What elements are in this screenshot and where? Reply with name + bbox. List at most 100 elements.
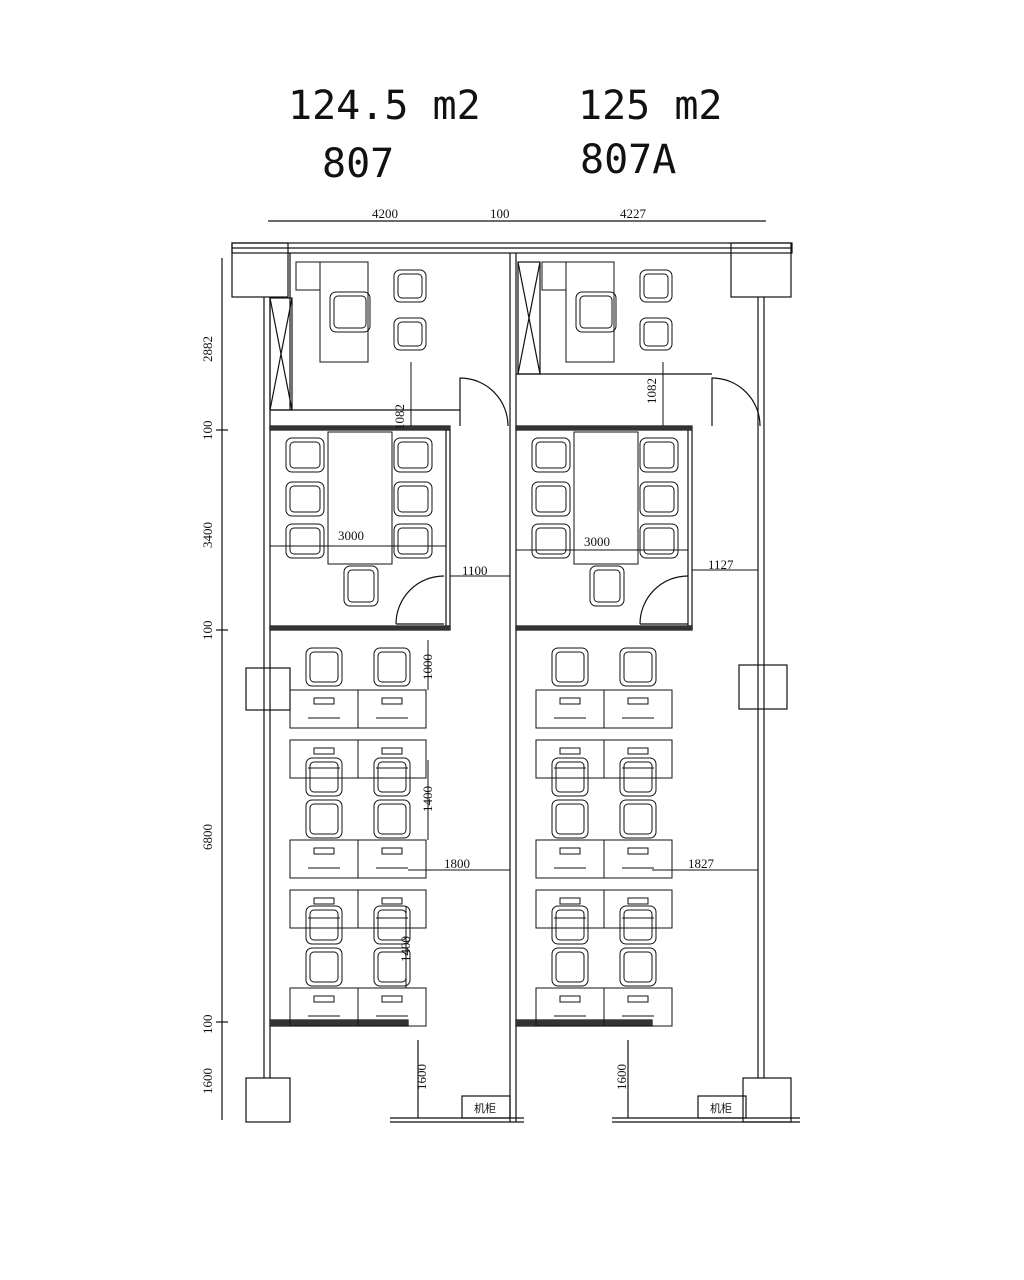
workstation-chair bbox=[619, 947, 657, 987]
meeting-chair bbox=[531, 523, 571, 559]
unit-807-area: 124.5 m2 bbox=[288, 83, 481, 129]
workstation-chair bbox=[619, 905, 657, 945]
dim-807-door-gap: 1082 bbox=[392, 404, 407, 430]
workstation-desk bbox=[535, 689, 605, 729]
meeting-chair bbox=[639, 437, 679, 473]
dim-807a-corridor: 1127 bbox=[708, 557, 734, 572]
column-mid-right bbox=[738, 664, 788, 710]
cabinet-807a bbox=[697, 1095, 747, 1119]
dim-left-wall-3: 100 bbox=[200, 1015, 215, 1035]
workstation-desk bbox=[603, 689, 673, 729]
workstation-desk bbox=[603, 739, 673, 779]
cabinet-807 bbox=[461, 1095, 511, 1119]
dim-807-entry: 1600 bbox=[414, 1064, 429, 1090]
visitor-chair bbox=[639, 317, 673, 351]
dim-left-meeting: 3400 bbox=[200, 522, 215, 548]
office-door-807 bbox=[459, 377, 509, 427]
meeting-chair bbox=[531, 481, 571, 517]
dim-807a-entry: 1600 bbox=[614, 1064, 629, 1090]
dim-left-entry: 1600 bbox=[200, 1068, 215, 1094]
workstation-chair bbox=[619, 647, 657, 687]
manager-chair bbox=[575, 291, 617, 333]
visitor-chair bbox=[393, 317, 427, 351]
dim-807-table: 3000 bbox=[338, 528, 364, 543]
meeting-chair bbox=[285, 481, 325, 517]
workstation-chair bbox=[305, 947, 343, 987]
workstation-chair bbox=[619, 799, 657, 839]
workstation-chair bbox=[373, 647, 411, 687]
workstation-chair bbox=[551, 905, 589, 945]
workstation-chair bbox=[373, 757, 411, 797]
workstation-chair bbox=[305, 647, 343, 687]
cabinet-807a-label: 机柜 bbox=[710, 1101, 732, 1115]
workstation-desk bbox=[289, 839, 359, 879]
unit-807a-number: 807A bbox=[580, 137, 677, 183]
workstation-desk bbox=[535, 889, 605, 929]
workstation-desk bbox=[535, 839, 605, 879]
column-bottom-right bbox=[742, 1077, 792, 1123]
office-door-807a bbox=[711, 377, 761, 427]
dim-807-aisle: 1800 bbox=[444, 856, 470, 871]
manager-desk bbox=[319, 261, 369, 363]
visitor-chair bbox=[639, 269, 673, 303]
workstation-chair bbox=[305, 799, 343, 839]
workstation-chair bbox=[551, 647, 589, 687]
meeting-table bbox=[573, 431, 639, 565]
meeting-chair bbox=[531, 437, 571, 473]
dim-807a-table: 3000 bbox=[584, 534, 610, 549]
workstation-chair bbox=[373, 799, 411, 839]
workstation-desk bbox=[289, 889, 359, 929]
meeting-chair bbox=[285, 437, 325, 473]
dim-top-807: 4200 bbox=[372, 206, 398, 221]
manager-return bbox=[541, 261, 567, 291]
workstation-desk bbox=[357, 987, 427, 1027]
unit-807a-area: 125 m2 bbox=[578, 83, 723, 129]
workstation-desk bbox=[357, 839, 427, 879]
workstation-chair bbox=[305, 757, 343, 797]
dim-left-office: 2882 bbox=[200, 336, 215, 362]
meeting-door-807a bbox=[639, 575, 689, 625]
meeting-chair bbox=[393, 437, 433, 473]
meeting-door-807 bbox=[395, 575, 445, 625]
workstation-chair bbox=[305, 905, 343, 945]
meeting-chair bbox=[343, 565, 379, 607]
meeting-chair bbox=[393, 481, 433, 517]
unit-807-number: 807 bbox=[322, 141, 395, 187]
workstation-desk bbox=[357, 889, 427, 929]
dim-left-wall-1: 100 bbox=[200, 421, 215, 441]
column-top-left bbox=[231, 242, 289, 298]
workstation-desk bbox=[535, 739, 605, 779]
visitor-chair bbox=[393, 269, 427, 303]
column-mid-left bbox=[245, 667, 291, 711]
workstation-desk bbox=[289, 689, 359, 729]
dim-807-corridor: 1100 bbox=[462, 563, 488, 578]
workstation-chair bbox=[551, 947, 589, 987]
workstation-desk bbox=[357, 689, 427, 729]
manager-return bbox=[295, 261, 321, 291]
meeting-chair bbox=[639, 523, 679, 559]
dim-807a-aisle: 1827 bbox=[688, 856, 715, 871]
cabinet-807-label: 机柜 bbox=[474, 1101, 496, 1115]
workstation-desk bbox=[289, 739, 359, 779]
dim-left-wall-2: 100 bbox=[200, 621, 215, 641]
meeting-table bbox=[327, 431, 393, 565]
workstation-chair bbox=[551, 799, 589, 839]
workstation-desk bbox=[603, 987, 673, 1027]
meeting-chair bbox=[639, 481, 679, 517]
meeting-chair bbox=[393, 523, 433, 559]
column-bottom-left bbox=[245, 1077, 291, 1123]
workstation-desk bbox=[603, 889, 673, 929]
meeting-chair bbox=[589, 565, 625, 607]
manager-chair bbox=[329, 291, 371, 333]
workstation-chair bbox=[551, 757, 589, 797]
workstation-desk bbox=[603, 839, 673, 879]
dim-left-open: 6800 bbox=[200, 824, 215, 850]
manager-desk bbox=[565, 261, 615, 363]
column-top-right bbox=[730, 242, 792, 298]
dim-top-807a: 4227 bbox=[620, 206, 647, 221]
dim-top-gap: 100 bbox=[490, 206, 510, 221]
workstation-chair bbox=[619, 757, 657, 797]
workstation-desk bbox=[357, 739, 427, 779]
meeting-chair bbox=[285, 523, 325, 559]
